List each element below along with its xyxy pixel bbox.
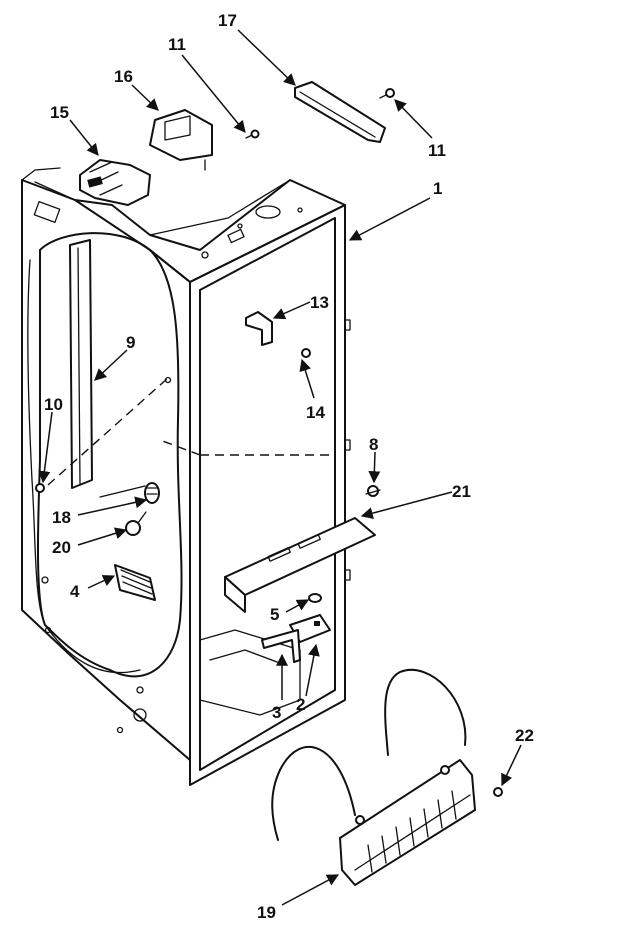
part-21-shelf-bracket <box>224 517 376 613</box>
part-18-socket <box>144 482 160 504</box>
screw-11-upper <box>245 129 260 139</box>
callout-8: 8 <box>369 435 378 454</box>
part-22-screw <box>493 787 503 797</box>
part-20-bulb <box>125 511 147 536</box>
callout-22: 22 <box>515 726 534 745</box>
part-9-leader-dash <box>47 377 169 486</box>
part-17-rail <box>294 81 386 143</box>
part-15-housing <box>79 159 151 206</box>
callout-9: 9 <box>126 333 135 352</box>
callout-17: 17 <box>218 11 237 30</box>
callout-11-upper: 11 <box>168 35 186 54</box>
callout-14: 14 <box>306 403 325 422</box>
callout-5: 5 <box>270 605 279 624</box>
callout-16: 16 <box>114 67 133 86</box>
part-4-grille <box>114 564 156 601</box>
callout-15: 15 <box>50 103 69 122</box>
callout-19: 19 <box>257 903 276 922</box>
callout-3: 3 <box>272 703 281 722</box>
part-16-bracket <box>149 109 213 171</box>
screw-11-right <box>379 88 395 99</box>
callout-10: 10 <box>44 395 63 414</box>
callout-21: 21 <box>452 482 471 501</box>
callout-20: 20 <box>52 538 71 557</box>
callout-13: 13 <box>310 293 329 312</box>
callout-4: 4 <box>70 582 80 601</box>
part-19-crisper-cover <box>271 669 476 886</box>
socket-wire <box>99 485 146 498</box>
callout-2: 2 <box>296 695 305 714</box>
part-5-grommet <box>308 593 322 603</box>
cabinet-liner <box>21 167 351 786</box>
part-10-screw <box>35 483 45 493</box>
part-8-fastener <box>365 485 381 497</box>
leader-lines <box>38 29 522 906</box>
callout-18: 18 <box>52 508 71 527</box>
callout-labels: 17 11 11 16 15 1 13 14 9 10 8 21 18 20 4… <box>44 11 534 922</box>
part-3-bracket <box>261 629 301 663</box>
part-13-bracket <box>245 311 273 346</box>
part-14-screw <box>301 348 311 358</box>
callout-1: 1 <box>433 179 442 198</box>
callout-11-right: 11 <box>428 141 446 160</box>
